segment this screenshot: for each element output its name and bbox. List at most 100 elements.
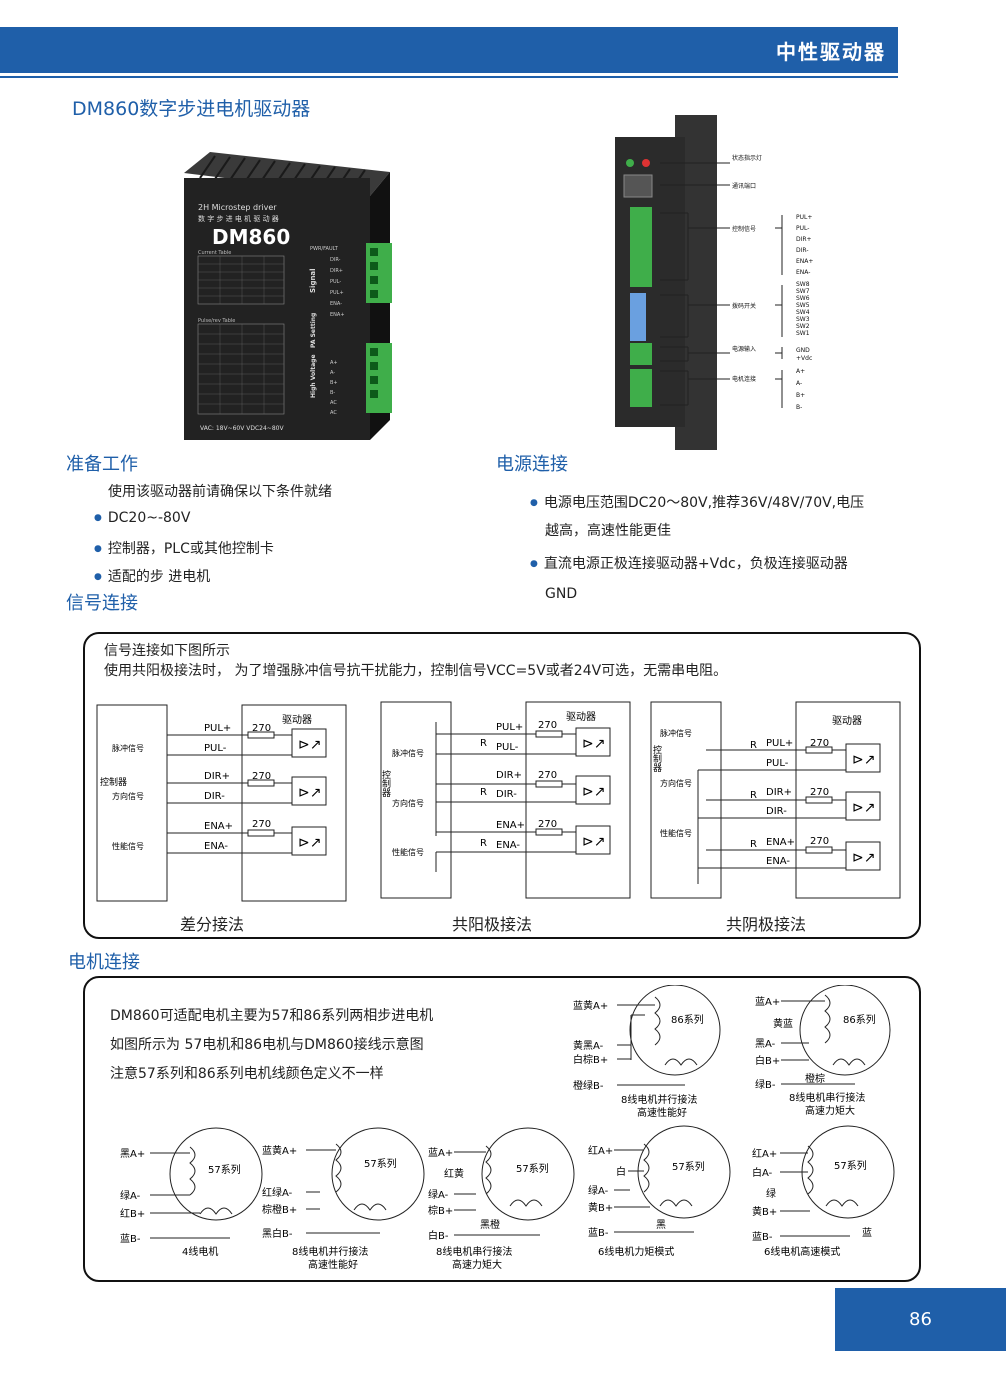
motor-line: 如图所示为 57电机和86电机与DM860接线示意图 <box>110 1037 424 1053</box>
svg-text:57系列: 57系列 <box>834 1159 867 1172</box>
prep-item: DC20~-80V <box>94 510 191 526</box>
svg-text:A-: A- <box>796 380 802 387</box>
motor-box <box>83 976 921 1282</box>
driver-line1: 2H Microstep driver <box>198 203 277 212</box>
svg-text:控制器: 控制器 <box>651 744 662 772</box>
svg-text:ENA-: ENA- <box>766 856 790 867</box>
pa-setting-label: PA Setting <box>310 313 317 348</box>
svg-text:蓝B-: 蓝B- <box>120 1233 141 1245</box>
svg-text:黑A+: 黑A+ <box>120 1148 145 1160</box>
power-item-2-cont: GND <box>545 586 578 602</box>
svg-text:8线电机串行接法: 8线电机串行接法 <box>789 1091 865 1104</box>
svg-text:ENA+: ENA+ <box>766 837 795 848</box>
svg-text:DIR-: DIR- <box>766 806 787 817</box>
svg-text:ENA+: ENA+ <box>796 258 813 265</box>
svg-text:PUL-: PUL- <box>766 758 789 769</box>
svg-text:蓝黄A+: 蓝黄A+ <box>262 1144 297 1157</box>
svg-text:白A-: 白A- <box>752 1166 773 1179</box>
driver-model: DM860 <box>212 225 290 249</box>
svg-text:270: 270 <box>538 720 557 731</box>
pulse-table-label: Pulse/rev Table <box>198 318 235 324</box>
svg-text:ENA-: ENA- <box>204 841 228 852</box>
svg-text:B-: B- <box>330 390 335 396</box>
svg-text:DIR-: DIR- <box>496 789 517 800</box>
svg-text:6线电机高速模式: 6线电机高速模式 <box>764 1245 840 1258</box>
svg-text:脉冲信号: 脉冲信号 <box>660 728 692 738</box>
svg-text:SW1: SW1 <box>796 330 810 337</box>
svg-text:性能信号: 性能信号 <box>660 828 692 838</box>
svg-text:方向信号: 方向信号 <box>392 798 424 808</box>
svg-text:蓝B-: 蓝B- <box>752 1231 773 1243</box>
svg-text:⊳↗: ⊳↗ <box>298 835 321 851</box>
svg-text:A-: A- <box>330 370 335 376</box>
driver-front-photo: 2H Microstep driver 数 字 步 进 电 机 驱 动 器 DM… <box>184 152 392 440</box>
svg-text:⊳↗: ⊳↗ <box>852 800 875 816</box>
prep-item: 控制器，PLC或其他控制卡 <box>94 538 274 558</box>
svg-text:AC: AC <box>330 410 337 416</box>
svg-text:棕B+: 棕B+ <box>428 1204 453 1217</box>
motor-heading: 电机连接 <box>68 952 140 973</box>
svg-text:驱动器: 驱动器 <box>282 714 312 726</box>
svg-text:高速性能好: 高速性能好 <box>637 1106 687 1119</box>
svg-text:8线电机并行接法: 8线电机并行接法 <box>292 1245 368 1258</box>
svg-text:270: 270 <box>252 771 271 782</box>
svg-text:蓝黄A+: 蓝黄A+ <box>573 999 608 1012</box>
svg-text:黄黑A-: 黄黑A- <box>573 1039 604 1052</box>
svg-text:性能信号: 性能信号 <box>392 847 424 857</box>
header-underline <box>0 76 898 78</box>
svg-text:黑白B-: 黑白B- <box>262 1227 293 1240</box>
svg-text:⊳↗: ⊳↗ <box>582 736 605 752</box>
svg-text:B-: B- <box>796 404 802 411</box>
svg-text:白B+: 白B+ <box>755 1054 780 1067</box>
caption-common-anode: 共阳极接法 <box>452 915 533 934</box>
svg-text:橙绿B-: 橙绿B- <box>573 1079 604 1092</box>
svg-text:R: R <box>750 839 757 850</box>
svg-text:⊳↗: ⊳↗ <box>582 834 605 850</box>
svg-text:⊳↗: ⊳↗ <box>852 850 875 866</box>
svg-text:脉冲信号: 脉冲信号 <box>112 743 144 753</box>
svg-text:红A+: 红A+ <box>588 1144 613 1157</box>
svg-text:57系列: 57系列 <box>672 1160 705 1173</box>
signal-line-1: 信号连接如下图所示 <box>104 643 230 659</box>
power-item-1-cont: 越高，高速性能更佳 <box>545 523 671 539</box>
svg-text:红黄: 红黄 <box>444 1167 464 1180</box>
svg-text:PUL+: PUL+ <box>496 722 523 733</box>
motor-57-4wire: 57系列 黑A+绿A- 红B+蓝B- 4线电机 <box>120 1127 263 1258</box>
svg-text:控制器: 控制器 <box>100 776 127 788</box>
svg-text:270: 270 <box>538 819 557 830</box>
motor-57-6wire-torque: 57系列 红A+白 绿A-黄B+ 黑蓝B- 6线电机力矩模式 <box>588 1125 731 1258</box>
svg-text:通讯端口: 通讯端口 <box>732 182 756 190</box>
svg-text:DIR-: DIR- <box>330 257 341 263</box>
svg-text:R: R <box>750 740 757 751</box>
prep-intro: 使用该驱动器前请确保以下条件就绪 <box>108 484 332 500</box>
prep-heading: 准备工作 <box>66 454 138 475</box>
caption-differential: 差分接法 <box>180 915 245 934</box>
svg-text:SW4: SW4 <box>796 309 810 316</box>
svg-text:蓝: 蓝 <box>862 1227 872 1239</box>
svg-text:红B+: 红B+ <box>120 1207 145 1220</box>
svg-text:86系列: 86系列 <box>843 1013 876 1026</box>
svg-text:PUL-: PUL- <box>204 743 227 754</box>
svg-text:棕橙B+: 棕橙B+ <box>262 1203 297 1216</box>
svg-text:电源输入: 电源输入 <box>732 345 756 353</box>
svg-text:PUL+: PUL+ <box>330 290 344 296</box>
svg-text:SW8: SW8 <box>796 281 810 288</box>
driver-footer: VAC: 18V~60V VDC24~80V <box>200 425 284 432</box>
svg-text:ENA-: ENA- <box>330 301 342 307</box>
header-bar <box>0 27 898 73</box>
svg-text:控制器: 控制器 <box>380 769 391 797</box>
svg-text:白棕B+: 白棕B+ <box>573 1053 608 1066</box>
svg-text:黄B+: 黄B+ <box>752 1205 777 1218</box>
svg-text:红A+: 红A+ <box>752 1147 777 1160</box>
svg-text:SW7: SW7 <box>796 288 810 295</box>
svg-text:86系列: 86系列 <box>671 1013 704 1026</box>
svg-text:红绿A-: 红绿A- <box>262 1186 293 1199</box>
svg-text:DIR+: DIR+ <box>330 268 343 274</box>
